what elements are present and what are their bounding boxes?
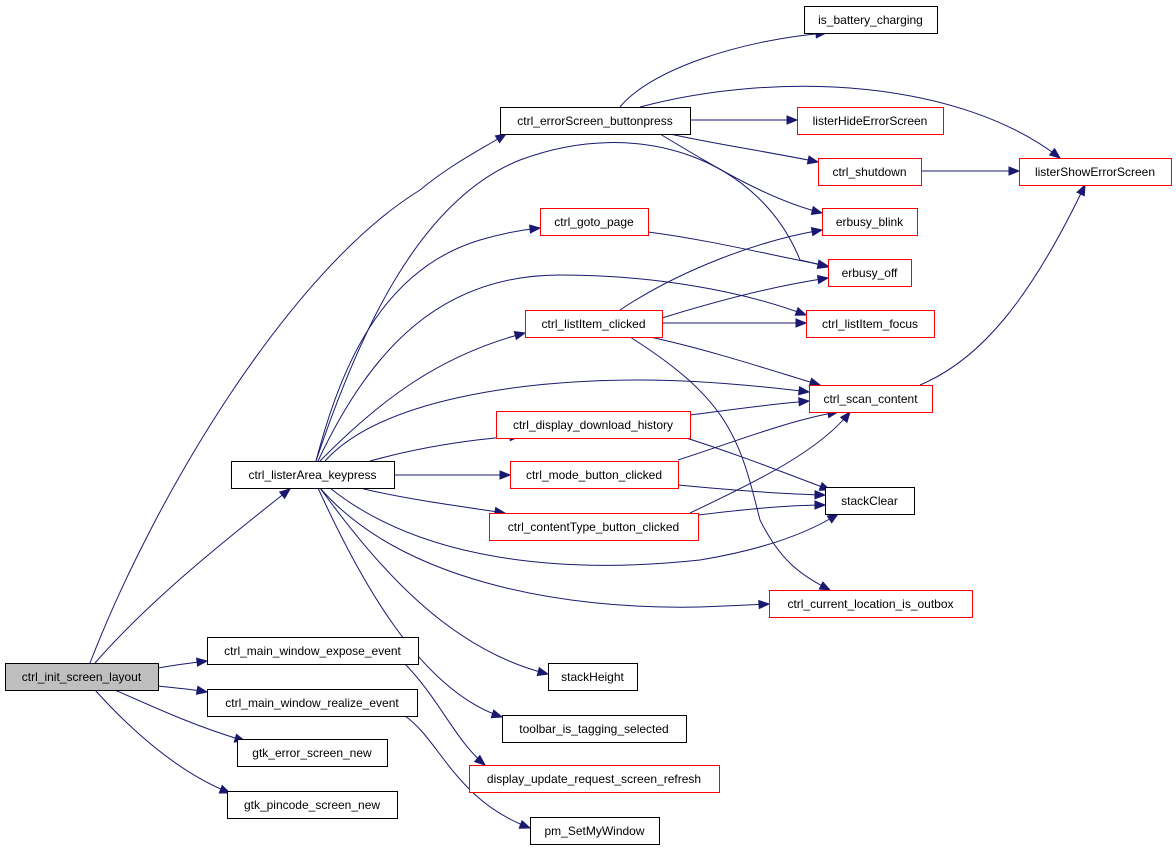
edge-ctrl-listItem-clicked-to-ctrl-listItem-focus [662,318,808,328]
edge-ctrl-listerArea-keypress-to-ctrl-goto-page [315,224,542,462]
edge-ctrl-display-download-history-to-ctrl-scan-content [689,397,811,416]
node-label: ctrl_errorScreen_buttonpress [517,114,672,128]
node-erbusy-off[interactable]: erbusy_off [828,259,912,287]
edge-ctrl-contentType-button-clicked-to-ctrl-scan-content [689,410,851,514]
node-ctrl-init-screen-layout[interactable]: ctrl_init_screen_layout [5,663,159,691]
node-stackClear[interactable]: stackClear [825,487,915,515]
edge-ctrl-listerArea-keypress-to-stackHeight [319,487,550,677]
node-label: ctrl_contentType_button_clicked [508,520,679,534]
node-label: stackHeight [561,670,624,684]
edge-ctrl-goto-page-to-erbusy-off [647,231,830,269]
edge-ctrl-errorScreen-buttonpress-to-listerShowErrorScreen [639,85,1062,159]
edge-ctrl-scan-content-to-listerShowErrorScreen [919,183,1086,386]
edge-ctrl-init-screen-layout-to-ctrl-main-window-realize-event [157,685,209,695]
edge-ctrl-errorScreen-buttonpress-to-is-battery-charging [619,29,828,108]
node-label: ctrl_init_screen_layout [22,670,142,684]
node-label: ctrl_listItem_clicked [541,317,645,331]
edge-ctrl-init-screen-layout-to-ctrl-main-window-expose-event [157,657,209,669]
node-label: ctrl_listItem_focus [822,317,918,331]
node-ctrl-scan-content[interactable]: ctrl_scan_content [809,385,933,413]
node-pm-SetMyWindow[interactable]: pm_SetMyWindow [530,817,660,845]
node-label: ctrl_display_download_history [513,418,673,432]
node-erbusy-blink[interactable]: erbusy_blink [822,208,918,236]
edge-ctrl-main-window-realize-event-to-pm-SetMyWindow [404,715,532,829]
node-ctrl-contentType-button-clicked[interactable]: ctrl_contentType_button_clicked [489,513,699,541]
edge-ctrl-listItem-clicked-to-erbusy-off [661,274,830,319]
edge-ctrl-errorScreen-buttonpress-to-listerHideErrorScreen [690,115,799,125]
node-gtk-error-screen-new[interactable]: gtk_error_screen_new [237,739,388,767]
edge-ctrl-listItem-clicked-to-ctrl-scan-content [649,336,822,387]
node-listerHideErrorScreen[interactable]: listerHideErrorScreen [797,107,944,135]
node-ctrl-mode-button-clicked[interactable]: ctrl_mode_button_clicked [510,461,679,489]
edge-ctrl-mode-button-clicked-to-ctrl-scan-content [677,409,840,461]
node-label: ctrl_main_window_expose_event [224,644,401,658]
edges-layer [89,29,1086,829]
edge-ctrl-mode-button-clicked-to-stackClear [677,484,827,500]
node-label: listerHideErrorScreen [813,114,928,128]
node-label: ctrl_current_location_is_outbox [787,597,953,611]
node-listerShowErrorScreen[interactable]: listerShowErrorScreen [1019,158,1172,186]
edge-ctrl-listItem-clicked-to-ctrl-current-location-is-outbox [629,336,832,591]
edge-ctrl-listerArea-keypress-to-ctrl-contentType-button-clicked [359,487,507,517]
node-ctrl-current-location-is-outbox[interactable]: ctrl_current_location_is_outbox [769,590,973,618]
edge-ctrl-main-window-expose-event-to-display-update-request-screen-refresh [404,663,487,766]
node-label: erbusy_blink [836,215,904,229]
node-stackHeight[interactable]: stackHeight [548,663,638,691]
edge-ctrl-listerArea-keypress-to-ctrl-listItem-clicked [319,331,527,462]
edge-ctrl-listerArea-keypress-to-ctrl-current-location-is-outbox [319,487,771,610]
node-label: display_update_request_screen_refresh [487,772,701,786]
node-ctrl-listItem-focus[interactable]: ctrl_listItem_focus [806,310,935,338]
edge-ctrl-shutdown-to-listerShowErrorScreen [920,166,1021,176]
node-label: ctrl_goto_page [554,215,634,229]
node-toolbar-is-tagging-selected[interactable]: toolbar_is_tagging_selected [502,715,687,743]
edge-ctrl-listItem-clicked-to-erbusy-blink [619,226,824,311]
node-label: listerShowErrorScreen [1035,165,1155,179]
node-ctrl-errorScreen-buttonpress[interactable]: ctrl_errorScreen_buttonpress [500,107,691,135]
node-display-update-request-screen-refresh[interactable]: display_update_request_screen_refresh [469,765,720,793]
node-ctrl-shutdown[interactable]: ctrl_shutdown [818,158,922,186]
node-label: ctrl_listerArea_keypress [248,468,376,482]
edge-ctrl-listerArea-keypress-to-toolbar-is-tagging-selected [317,487,504,719]
nodes-layer: ctrl_init_screen_layout ctrl_listerArea_k… [5,6,1172,845]
edge-ctrl-contentType-button-clicked-to-stackClear [697,500,827,516]
node-label: ctrl_mode_button_clicked [526,468,662,482]
node-label: gtk_error_screen_new [252,746,372,760]
node-ctrl-goto-page[interactable]: ctrl_goto_page [540,208,649,236]
edge-ctrl-errorScreen-buttonpress-to-ctrl-shutdown [669,133,820,165]
node-label: ctrl_shutdown [832,165,906,179]
node-is-battery-charging[interactable]: is_battery_charging [804,6,938,34]
node-ctrl-listerArea-keypress[interactable]: ctrl_listerArea_keypress [231,461,395,489]
node-ctrl-listItem-clicked[interactable]: ctrl_listItem_clicked [525,310,663,338]
node-label: pm_SetMyWindow [544,824,644,838]
node-label: stackClear [841,494,898,508]
edge-ctrl-init-screen-layout-to-ctrl-listerArea-keypress [94,488,292,664]
node-label: is_battery_charging [818,13,923,27]
node-ctrl-main-window-realize-event[interactable]: ctrl_main_window_realize_event [207,689,418,717]
edge-ctrl-listerArea-keypress-to-ctrl-listItem-focus [317,274,808,462]
node-label: toolbar_is_tagging_selected [519,722,668,736]
edge-ctrl-init-screen-layout-to-ctrl-errorScreen-buttonpress [89,133,508,664]
node-label: ctrl_scan_content [823,392,918,406]
edge-ctrl-listerArea-keypress-to-ctrl-scan-content [324,379,811,462]
edge-ctrl-errorScreen-buttonpress-to-erbusy-blink [659,133,824,216]
node-ctrl-main-window-expose-event[interactable]: ctrl_main_window_expose_event [207,637,419,665]
node-ctrl-display-download-history[interactable]: ctrl_display_download_history [496,411,691,439]
node-gtk-pincode-screen-new[interactable]: gtk_pincode_screen_new [227,791,398,819]
edge-ctrl-display-download-history-to-stackClear [679,435,832,491]
node-label: ctrl_main_window_realize_event [225,696,399,710]
node-label: erbusy_off [842,266,898,280]
edge-ctrl-listerArea-keypress-to-ctrl-mode-button-clicked [393,470,512,480]
node-label: gtk_pincode_screen_new [244,798,380,812]
